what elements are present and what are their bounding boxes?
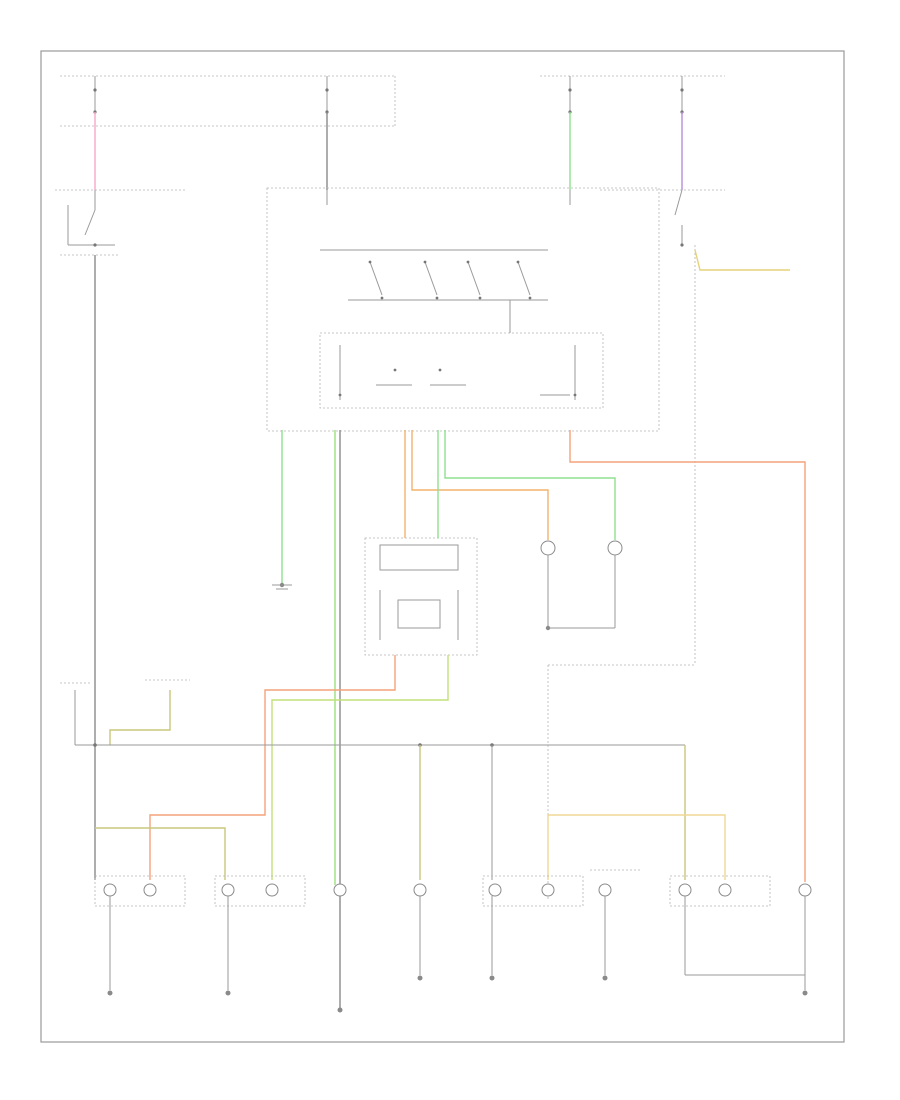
fuse-block-left — [60, 75, 396, 127]
lamp-license — [413, 883, 427, 975]
wire-yellow-top — [694, 249, 790, 271]
wire-lime-left — [271, 655, 449, 880]
lamp-rear-right — [669, 875, 805, 976]
lamp-front-right — [94, 875, 186, 990]
wire-salmon-left — [149, 655, 396, 880]
lamp-rear-left — [482, 875, 584, 975]
indicator-bulb-left-turn — [607, 540, 623, 628]
ground-symbols — [107, 582, 808, 1013]
wire-orange-b — [411, 430, 549, 540]
wire-olive-left — [95, 827, 226, 880]
lamp-front-left — [214, 875, 306, 990]
switch-lower-left — [60, 679, 190, 745]
wire-salmon-right — [569, 430, 806, 882]
lamp-backup — [590, 869, 640, 975]
fuse-block-right — [540, 75, 725, 114]
multifunction-switch — [266, 187, 660, 432]
door-switch-left — [55, 189, 185, 256]
diagram-border — [40, 50, 845, 1043]
wire-yellow-right — [547, 814, 726, 880]
brake-switch-right — [600, 189, 725, 247]
wire-green-b — [444, 430, 616, 540]
lamp-high-mount — [798, 883, 812, 990]
flasher-module — [364, 537, 478, 656]
lamp-side-marker — [333, 883, 347, 897]
indicator-bulb-right-turn — [540, 540, 556, 628]
